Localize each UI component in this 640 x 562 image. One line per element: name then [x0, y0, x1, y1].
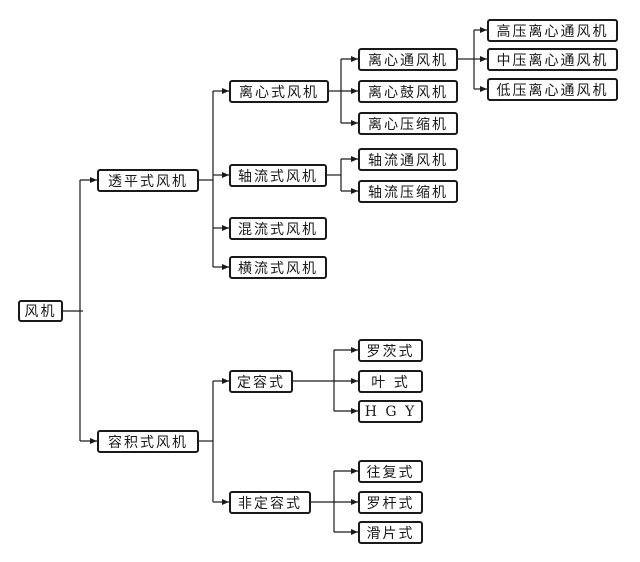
node-sliding-vane-type: 滑片式	[358, 521, 423, 544]
node-low-pressure-ventilator: 低压离心通风机	[487, 78, 618, 101]
node-non-fixed-volume: 非定容式	[229, 491, 311, 514]
node-vane-type: 叶 式	[358, 370, 423, 393]
node-fixed-volume: 定容式	[229, 370, 293, 393]
node-displacement-fan: 容积式风机	[97, 430, 199, 453]
node-axial-fan: 轴流式风机	[229, 164, 327, 187]
node-cross-flow-fan: 横流式风机	[229, 256, 327, 279]
node-hgy-type: H G Y	[358, 400, 423, 423]
node-axial-ventilator: 轴流通风机	[358, 148, 458, 171]
node-high-pressure-ventilator: 高压离心通风机	[487, 19, 618, 42]
node-centrifugal-ventilator: 离心通风机	[358, 48, 458, 71]
node-screw-rod-type: 罗杆式	[358, 491, 423, 514]
node-centrifugal-blower: 离心鼓风机	[358, 80, 458, 103]
node-centrifugal-compressor: 离心压缩机	[358, 112, 458, 135]
node-turbo-fan: 透平式风机	[97, 169, 199, 192]
node-centrifugal-fan: 离心式风机	[229, 80, 329, 103]
node-reciprocating-type: 往复式	[358, 460, 423, 483]
node-axial-compressor: 轴流压缩机	[358, 180, 458, 203]
node-mixed-flow-fan: 混流式风机	[229, 217, 327, 240]
node-root-fan: 风机	[18, 300, 63, 322]
node-roots-type: 罗茨式	[358, 339, 423, 362]
node-medium-pressure-ventilator: 中压离心通风机	[487, 48, 618, 71]
